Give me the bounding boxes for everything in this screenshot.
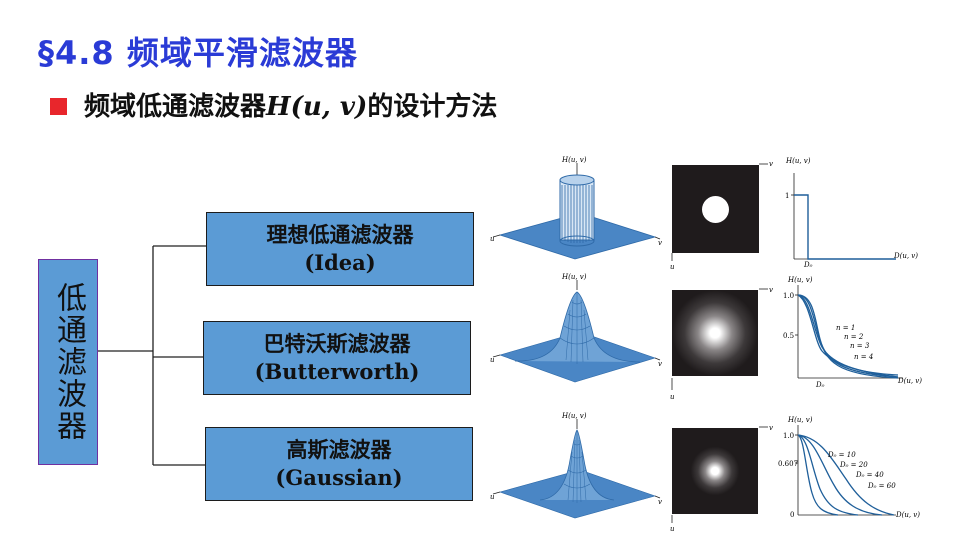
gaussian-image-axes: v u: [670, 424, 773, 533]
gaussian-surface-v-label: v: [658, 498, 662, 506]
butterworth-y-tick-1: 1.0: [783, 292, 794, 300]
ideal-filter-name: 理想低通滤波器: [266, 221, 414, 247]
gaussian-filter-english: (Gaussian): [275, 465, 403, 490]
butterworth-profile-h-label: H(u, v): [787, 276, 813, 284]
butterworth-legend-n3: n = 3: [850, 342, 870, 350]
gaussian-legend-d20: D₀ = 20: [839, 461, 868, 469]
gaussian-surface-h-label: H(u, v): [561, 412, 587, 420]
butterworth-image-axes: v u: [670, 286, 773, 400]
butterworth-image-u-label: u: [670, 393, 675, 400]
ideal-filter-english: (Idea): [304, 250, 376, 275]
ideal-surface-h-label: H(u, v): [561, 156, 587, 164]
ideal-image-u-label: u: [670, 263, 675, 270]
subtitle-suffix: 的设计方法: [367, 92, 498, 122]
ideal-3d-surface: H(u, v) u v: [490, 156, 662, 260]
tree-connector: [98, 245, 206, 466]
ideal-surface-u-label: u: [490, 235, 495, 243]
butterworth-image-v-label: v: [769, 286, 773, 294]
ideal-surface-v-label: v: [658, 239, 662, 247]
gaussian-surface-u-label: u: [490, 493, 495, 501]
gaussian-legend-d40: D₀ = 40: [855, 471, 884, 479]
butterworth-filter-name: 巴特沃斯滤波器: [263, 330, 411, 356]
gaussian-legend-d10: D₀ = 10: [827, 451, 856, 459]
gaussian-image-u-label: u: [670, 525, 675, 533]
lowpass-category-box: 低通滤波器: [38, 259, 98, 465]
gaussian-profile-h-label: H(u, v): [787, 416, 813, 424]
gaussian-image-v-label: v: [769, 424, 773, 432]
butterworth-legend-n2: n = 2: [844, 333, 864, 341]
gaussian-profile-plot: H(u, v) 1.0 0.607 0 D₀ = 10 D₀ = 20 D₀ =…: [778, 416, 920, 519]
gaussian-d-label: D(u, v): [895, 511, 920, 519]
butterworth-legend-n4: n = 4: [854, 353, 873, 361]
slide-title: §4.8 频域平滑滤波器: [38, 34, 358, 72]
butterworth-filter-image: [672, 290, 758, 376]
butterworth-d-label: D(u, v): [897, 377, 922, 385]
butterworth-y-tick-2: 0.5: [783, 332, 794, 340]
butterworth-surface-h-label: H(u, v): [561, 273, 587, 281]
butterworth-surface-u-label: u: [490, 356, 495, 364]
subtitle-prefix: 频域低通滤波器: [84, 92, 267, 122]
gaussian-legend-d60: D₀ = 60: [867, 482, 896, 490]
ideal-image-axes: v u: [670, 160, 773, 270]
ideal-profile-d-label: D(u, v): [893, 252, 918, 260]
lowpass-category-label: 低通滤波器: [51, 282, 86, 442]
slide-subtitle: 频域低通滤波器H(u, v)的设计方法: [84, 86, 497, 123]
gaussian-3d-surface: H(u, v) u v: [490, 412, 662, 519]
ideal-profile-d0-label: D₀: [803, 261, 813, 267]
gaussian-filter-image: [672, 428, 758, 514]
ideal-profile-y-tick: 1: [785, 192, 789, 200]
ideal-filter-box: 理想低通滤波器 (Idea): [206, 212, 474, 286]
butterworth-surface-v-label: v: [658, 360, 662, 368]
butterworth-d0-label: D₀: [815, 381, 825, 388]
butterworth-legend-n1: n = 1: [836, 324, 855, 332]
butterworth-filter-english: (Butterworth): [254, 359, 420, 384]
butterworth-profile-plot: H(u, v) 1.0 0.5 n = 1 n = 2 n = 3 n = 4 …: [783, 276, 922, 388]
ideal-profile-h-label: H(u, v): [785, 157, 811, 165]
bullet-square: [50, 98, 67, 115]
subtitle-math: H(u, v): [266, 92, 368, 122]
butterworth-3d-surface: H(u, v) u v: [490, 273, 662, 383]
gaussian-filter-box: 高斯滤波器 (Gaussian): [205, 427, 473, 501]
gaussian-filter-name: 高斯滤波器: [286, 436, 392, 462]
ideal-profile-plot: H(u, v) 1 D₀ D(u, v): [785, 157, 918, 267]
ideal-image-v-label: v: [769, 160, 773, 168]
butterworth-filter-box: 巴特沃斯滤波器 (Butterworth): [203, 321, 471, 395]
gaussian-y-tick-1: 1.0: [783, 432, 794, 440]
ideal-filter-image: [672, 165, 759, 253]
ideal-white-disk: [702, 196, 729, 223]
gaussian-y-tick-3: 0: [790, 511, 794, 519]
gaussian-y-tick-2: 0.607: [778, 460, 798, 468]
